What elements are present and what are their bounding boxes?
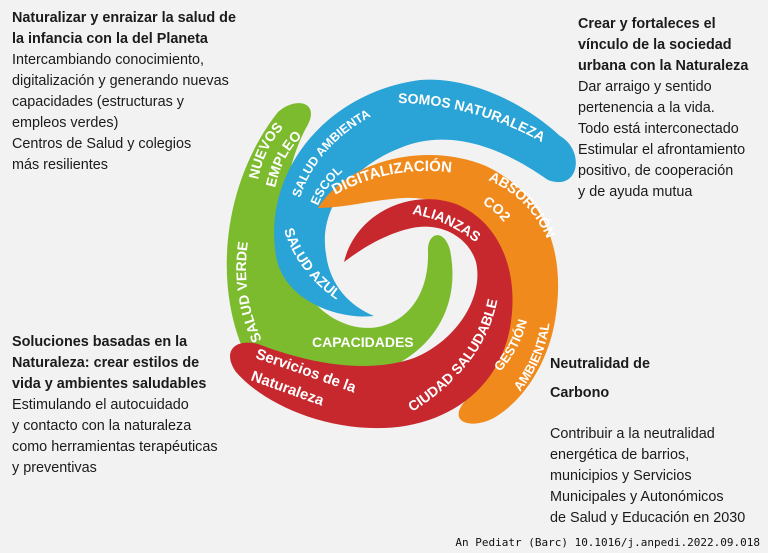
body-line: Estimular el afrontamiento <box>578 142 746 158</box>
body-line: Dar arraigo y sentido <box>578 79 712 95</box>
title-line: Neutralidad de <box>550 356 650 372</box>
body-line: de Salud y Educación en 2030 <box>550 510 746 526</box>
body-line: y de ayuda mutua <box>578 184 693 200</box>
title-line: Soluciones basadas en la <box>12 334 188 350</box>
body-line: Todo está interconectado <box>578 121 739 137</box>
body-line: y contacto con la naturaleza <box>12 418 192 434</box>
body-line: y preventivas <box>12 460 97 476</box>
body-line: positivo, de cooperación <box>578 163 734 179</box>
body-line: Estimulando el autocuidado <box>12 397 189 413</box>
citation: An Pediatr (Barc) 10.1016/j.anpedi.2022.… <box>455 536 760 549</box>
body-line: Contribuir a la neutralidad <box>550 426 715 442</box>
body-line: energética de barrios, <box>550 447 690 463</box>
panel-title: Naturalizar y enraizar la salud de la in… <box>12 8 236 50</box>
panel-top-left: Naturalizar y enraizar la salud de la in… <box>12 8 236 176</box>
title-line: urbana con la Naturaleza <box>578 58 749 74</box>
blue-spiral-arm <box>274 79 576 317</box>
body-line: Intercambiando conocimiento, <box>12 52 204 68</box>
panel-title: Soluciones basadas en la Naturaleza: cre… <box>12 332 218 395</box>
title-line: Naturaleza: crear estilos de <box>12 355 200 371</box>
green-spiral-arm <box>226 103 453 381</box>
body-line: Centros de Salud y colegios <box>12 136 192 152</box>
panel-bottom-right: Neutralidad de Carbono Contribuir a la n… <box>550 350 745 529</box>
body-line: más resilientes <box>12 157 108 173</box>
title-line: Naturalizar y enraizar la salud de <box>12 10 236 26</box>
body-line: capacidades (estructuras y <box>12 94 184 110</box>
body-line: como herramientas terapéuticas <box>12 439 218 455</box>
red-spiral-arm <box>230 199 513 429</box>
body-line: municipios y Servicios <box>550 468 692 484</box>
title-line: Carbono <box>550 385 610 401</box>
title-line: Crear y fortaleces el <box>578 16 716 32</box>
panel-top-right: Crear y fortaleces el vínculo de la soci… <box>578 14 748 203</box>
label-capacidades: CAPACIDADES <box>312 334 414 350</box>
body-line: digitalización y generando nuevas <box>12 73 229 89</box>
panel-bottom-left: Soluciones basadas en la Naturaleza: cre… <box>12 332 218 479</box>
panel-body: Contribuir a la neutralidad energética d… <box>550 424 745 529</box>
title-line: la infancia con la del Planeta <box>12 31 208 47</box>
body-line: Municipales y Autonómicos <box>550 489 724 505</box>
body-line: pertenencia a la vida. <box>578 100 715 116</box>
title-line: vínculo de la sociedad <box>578 37 732 53</box>
panel-title: Crear y fortaleces el vínculo de la soci… <box>578 14 748 77</box>
panel-title: Neutralidad de Carbono <box>550 350 745 408</box>
title-line: vida y ambientes saludables <box>12 376 207 392</box>
body-line: empleos verdes) <box>12 115 119 131</box>
